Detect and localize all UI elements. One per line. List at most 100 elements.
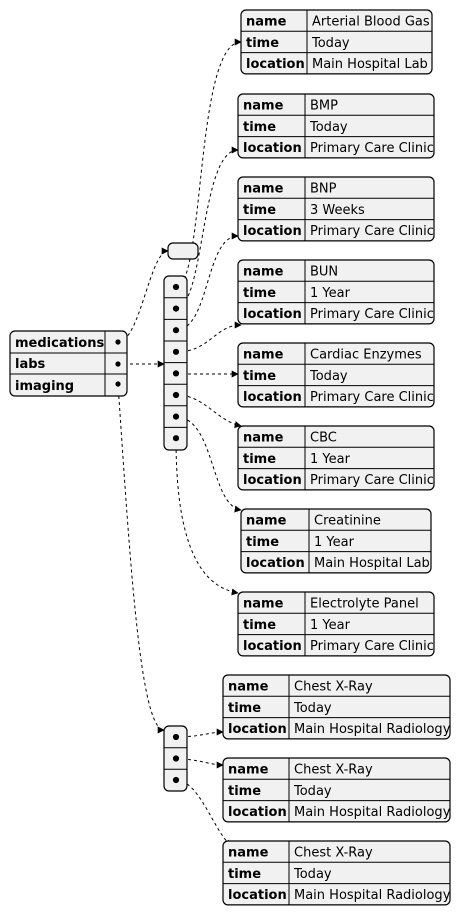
- imaging-1-time-key: time: [228, 784, 261, 799]
- imaging-2-location-value: Main Hospital Radiology: [294, 888, 451, 903]
- lab-0-time-value: Today: [311, 36, 350, 51]
- lab-1-time-value: Today: [309, 120, 348, 135]
- lab-1-name-value: BMP: [310, 99, 338, 114]
- lab-3-time-key: time: [243, 286, 276, 301]
- labs-array-dot-6: [172, 413, 180, 420]
- lab-4-name-key: name: [243, 348, 284, 363]
- imaging-2-location-key: location: [228, 888, 287, 903]
- lab-5-location-key: location: [243, 473, 302, 488]
- lab-6-name-key: name: [246, 514, 287, 529]
- imaging-1-table: name Chest X-Ray time Today location Main Hos…: [222, 757, 451, 823]
- lab-0-location-key: location: [246, 57, 305, 72]
- connector-lab-2: [175, 232, 239, 331]
- labs-array-dot-1: [172, 305, 180, 312]
- lab-7-location-value: Primary Care Clinic: [310, 639, 434, 654]
- root-row-imaging: imaging: [15, 379, 74, 394]
- imaging-0-time-value: Today: [293, 701, 332, 716]
- connector-lab-7: [175, 437, 239, 596]
- labs-array-dot-2: [172, 327, 180, 334]
- root-dot-medications: [115, 339, 121, 345]
- connector-medications: [117, 247, 169, 343]
- labs-array-dot-3: [172, 348, 180, 355]
- lab-2-name-key: name: [243, 182, 284, 197]
- labs-array-dot-4: [172, 370, 180, 377]
- labs-array-dot-7: [172, 435, 180, 442]
- lab-4-location-key: location: [243, 390, 302, 405]
- lab-6-time-key: time: [246, 535, 279, 550]
- lab-7-time-key: time: [243, 618, 276, 633]
- imaging-1-name-value: Chest X-Ray: [294, 763, 373, 778]
- imaging-2-time-key: time: [228, 867, 261, 882]
- root-row-medications: medications: [15, 336, 104, 351]
- lab-7-time-value: 1 Year: [310, 618, 351, 633]
- imaging-1-name-key: name: [228, 763, 269, 778]
- lab-1-name-key: name: [243, 99, 284, 114]
- lab-6-table: name Creatinine time 1 Year location Main Hos…: [240, 508, 432, 574]
- lab-3-time-value: 1 Year: [310, 286, 351, 301]
- lab-3-name-key: name: [243, 265, 284, 280]
- lab-0-time-key: time: [246, 36, 279, 51]
- lab-6-location-key: location: [246, 556, 305, 571]
- imaging-2-table: name Chest X-Ray time Today location Main Hos…: [222, 840, 451, 906]
- lab-5-name-key: name: [243, 431, 284, 446]
- labs-array-node: [163, 275, 188, 451]
- connector-lab-6: [175, 416, 242, 513]
- connector-lab-3: [175, 321, 242, 353]
- imaging-0-table: name Chest X-Ray time Today location Main Hos…: [222, 674, 451, 740]
- imaging-2-name-value: Chest X-Ray: [294, 846, 373, 861]
- lab-7-name-value: Electrolyte Panel: [310, 597, 419, 612]
- labs-array-dot-0: [172, 283, 180, 291]
- lab-3-name-value: BUN: [310, 265, 338, 280]
- lab-1-time-key: time: [243, 120, 276, 135]
- lab-1-location-value: Primary Care Clinic: [310, 141, 434, 156]
- lab-3-location-value: Primary Care Clinic: [310, 307, 434, 322]
- connector-imaging: [117, 383, 165, 734]
- connector-img-0: [175, 728, 224, 738]
- lab-0-location-value: Main Hospital Lab: [312, 57, 428, 72]
- lab-2-name-value: BNP: [310, 182, 337, 197]
- root-dot-imaging: [115, 381, 121, 387]
- lab-7-name-key: name: [243, 597, 284, 612]
- lab-2-time-value: 3 Weeks: [310, 203, 365, 218]
- lab-5-time-value: 1 Year: [310, 452, 351, 467]
- lab-3-table: name BUN time 1 Year location Primary Care Cl…: [237, 259, 435, 325]
- lab-0-name-key: name: [246, 15, 287, 30]
- medications-empty-node: [167, 242, 199, 260]
- root-row-labs: labs: [15, 357, 46, 372]
- connector-img-1: [175, 758, 224, 769]
- lab-2-location-value: Primary Care Clinic: [310, 224, 434, 239]
- imaging-0-name-key: name: [228, 680, 269, 695]
- imaging-array-node: [163, 725, 188, 792]
- imaging-1-time-value: Today: [293, 784, 332, 799]
- lab-2-location-key: location: [243, 224, 302, 239]
- lab-1-location-key: location: [243, 141, 302, 156]
- imaging-1-location-value: Main Hospital Radiology: [294, 805, 451, 820]
- lab-5-time-key: time: [243, 452, 276, 467]
- lab-6-time-value: 1 Year: [314, 535, 355, 550]
- lab-3-location-key: location: [243, 307, 302, 322]
- imaging-0-time-key: time: [228, 701, 261, 716]
- imaging-0-location-key: location: [228, 722, 287, 737]
- imaging-array-dot-0: [172, 733, 180, 741]
- lab-7-location-key: location: [243, 639, 302, 654]
- root-dot-labs: [115, 361, 121, 367]
- imaging-0-name-value: Chest X-Ray: [294, 680, 373, 695]
- lab-5-location-value: Primary Care Clinic: [310, 473, 434, 488]
- lab-6-name-value: Creatinine: [314, 514, 381, 529]
- lab-1-table: name BMP time Today location Primary Care Cli…: [237, 93, 435, 159]
- imaging-2-name-key: name: [228, 846, 269, 861]
- root-node: medications labs imaging: [9, 330, 128, 397]
- imaging-array-dot-1: [172, 755, 180, 762]
- lab-4-time-key: time: [243, 369, 276, 384]
- labs-array-dot-5: [172, 391, 180, 399]
- lab-6-location-value: Main Hospital Lab: [314, 556, 430, 571]
- imaging-2-time-value: Today: [293, 867, 332, 882]
- imaging-0-location-value: Main Hospital Radiology: [294, 722, 451, 737]
- imaging-1-location-key: location: [228, 805, 287, 820]
